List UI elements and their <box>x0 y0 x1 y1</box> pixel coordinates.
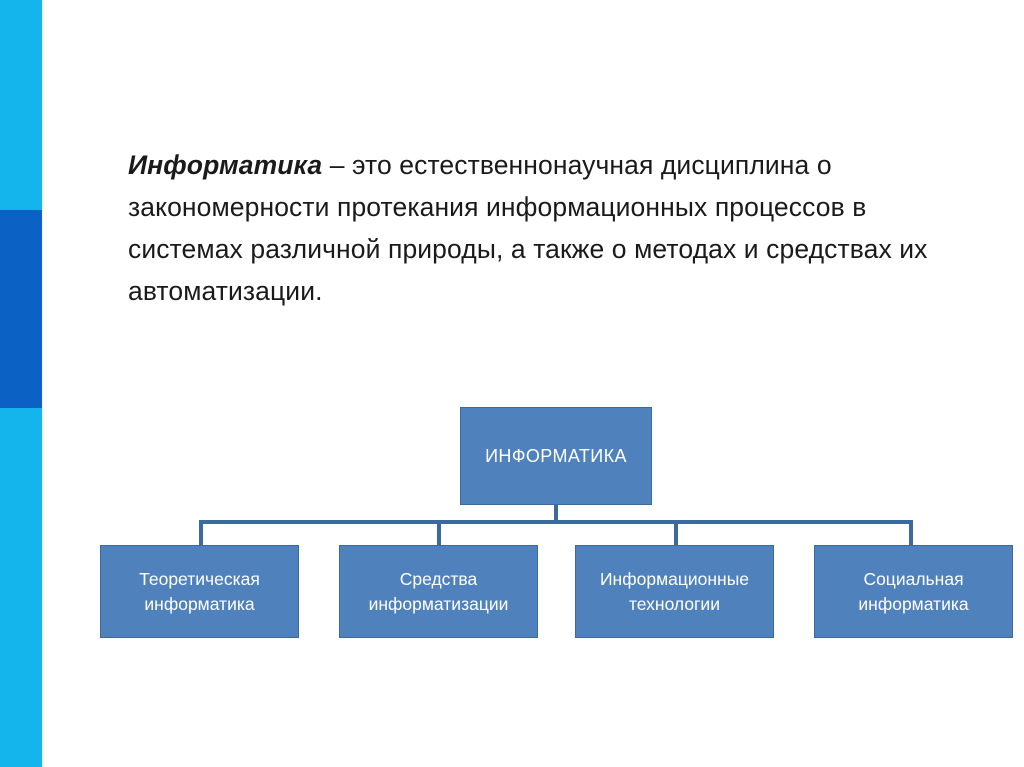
org-node-informatization-tools[interactable]: Средства информатизации <box>339 545 538 638</box>
org-node-root-label: ИНФОРМАТИКА <box>485 445 627 466</box>
org-node-label-2: Средства информатизации <box>368 568 509 614</box>
sidebar-band-bottom <box>0 408 42 767</box>
sidebar-band-top <box>0 0 42 210</box>
org-node-label-4: Социальная информатика <box>858 568 969 614</box>
definition-body: – это естественнонаучная дисциплина о за… <box>128 149 928 306</box>
definition-paragraph: Информатика – это естественнонаучная дис… <box>128 144 968 312</box>
connector-horizontal-bus <box>199 520 913 524</box>
connector-drop-2 <box>437 520 441 547</box>
connector-root-stem <box>554 505 558 524</box>
connector-drop-3 <box>674 520 678 547</box>
org-node-label-1: Теоретическая информатика <box>139 568 260 614</box>
sidebar-separator <box>42 0 49 767</box>
connector-drop-4 <box>909 520 913 547</box>
definition-term: Информатика <box>128 149 323 180</box>
org-node-information-technologies[interactable]: Информационные технологии <box>575 545 774 638</box>
org-node-social-informatics[interactable]: Социальная информатика <box>814 545 1013 638</box>
connector-drop-1 <box>199 520 203 547</box>
sidebar-band-middle <box>0 210 42 408</box>
org-node-root[interactable]: ИНФОРМАТИКА <box>460 407 652 505</box>
org-node-label-3: Информационные технологии <box>599 568 750 614</box>
decorative-sidebar <box>0 0 42 767</box>
org-node-theoretical-informatics[interactable]: Теоретическая информатика <box>100 545 299 638</box>
